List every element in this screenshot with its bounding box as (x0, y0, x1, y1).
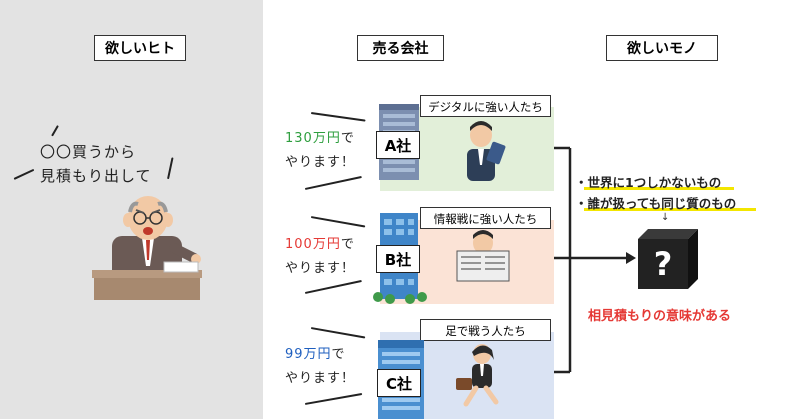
company-b-bid: 100万円で やります！ (285, 233, 355, 281)
company-c-label: C社 (377, 369, 421, 397)
highlight-underline (584, 187, 734, 190)
digital-worker-icon (467, 121, 506, 181)
company-c-bid-suffix: で (331, 347, 346, 362)
connector-bracket (554, 146, 636, 374)
company-a-bid: 130万円で やります！ (285, 127, 355, 175)
column-title-buyer: 欲しいヒト (94, 35, 186, 61)
running-salesperson-icon (456, 344, 499, 407)
goods-bullet-2: ・誰が扱っても同じ質のもの (575, 196, 737, 211)
company-b-label: B社 (376, 245, 420, 273)
company-c-bid-line2: やります！ (285, 371, 356, 386)
company-c-bid: 99万円で やります！ (285, 343, 355, 391)
buyer-speech-line2: 見積もり出して (40, 167, 152, 185)
buyer-illustration (92, 196, 202, 300)
box-question-mark: ? (654, 245, 673, 283)
desk-icon (92, 261, 202, 300)
emphasis-stroke (304, 279, 362, 294)
column-title-goods: 欲しいモノ (606, 35, 718, 61)
company-a-bid-suffix: で (340, 131, 355, 146)
goods-bullet-1: ・世界に1つしかないもの (575, 175, 722, 190)
buyer-speech: 〇〇買うから 見積もり出して (40, 140, 152, 188)
company-b-bid-amount: 100万円 (285, 237, 341, 252)
company-a-tagline: デジタルに強い人たち (420, 95, 551, 117)
emphasis-stroke (310, 327, 366, 339)
company-a-bid-line2: やります！ (285, 155, 356, 170)
company-c-tagline: 足で戦う人たち (420, 319, 551, 341)
company-b-bid-suffix: で (340, 237, 355, 252)
emphasis-stroke (304, 175, 362, 190)
highlight-underline (584, 208, 756, 211)
newspaper-reader-icon (456, 230, 510, 282)
company-a-label: A社 (376, 131, 420, 159)
emphasis-stroke (310, 112, 366, 122)
company-b-bid-line2: やります！ (285, 261, 356, 276)
emphasis-stroke (304, 392, 363, 405)
company-a-bid-amount: 130万円 (285, 131, 341, 146)
column-title-sellers: 売る会社 (357, 35, 444, 61)
buyer-speech-line1: 〇〇買うから (40, 143, 137, 161)
down-arrow-icon: ↓ (661, 212, 670, 223)
conclusion-text: 相見積もりの意味がある (588, 309, 732, 324)
company-b-tagline: 情報戦に強い人たち (420, 207, 551, 229)
emphasis-stroke (310, 216, 366, 228)
company-c-bid-amount: 99万円 (285, 347, 332, 362)
mystery-box-icon: ? (638, 229, 698, 289)
